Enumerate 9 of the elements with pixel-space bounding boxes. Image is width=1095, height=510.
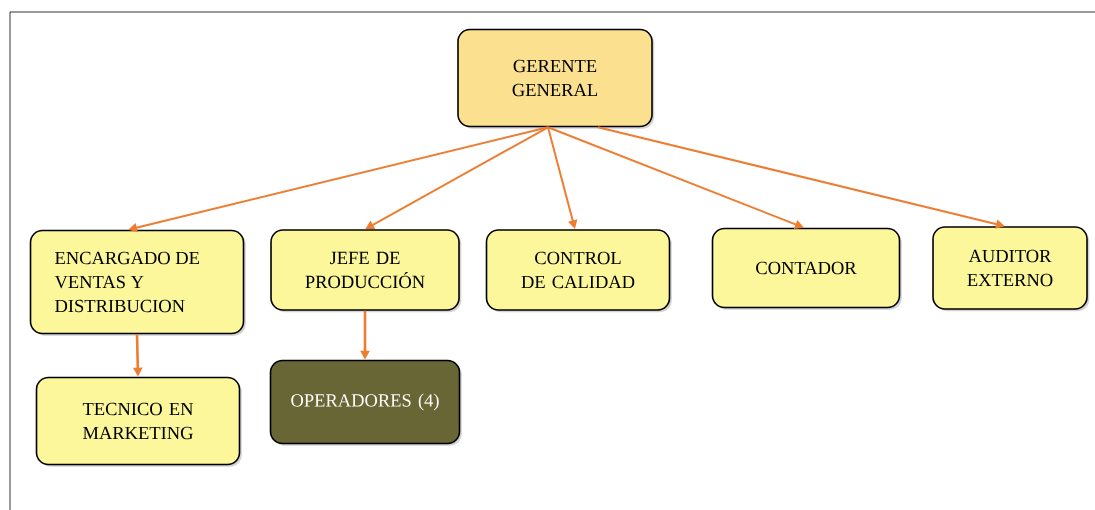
position-box: CONTROL DE CALIDAD <box>485 229 672 313</box>
position-box: ENCARGADO DE VENTAS Y DISTRIBUCION <box>29 229 246 336</box>
position-box: JEFE DE PRODUCCIÓN <box>270 229 462 313</box>
position-box: CONTADOR <box>711 227 902 310</box>
arrow <box>365 126 549 230</box>
position-box: GERENTE GENERAL <box>457 28 655 129</box>
position-box: OPERADORES (4) <box>269 359 462 446</box>
position-box: AUDITOR EXTERNO <box>932 226 1090 312</box>
position-box: TECNICO EN MARKETING <box>35 376 242 467</box>
